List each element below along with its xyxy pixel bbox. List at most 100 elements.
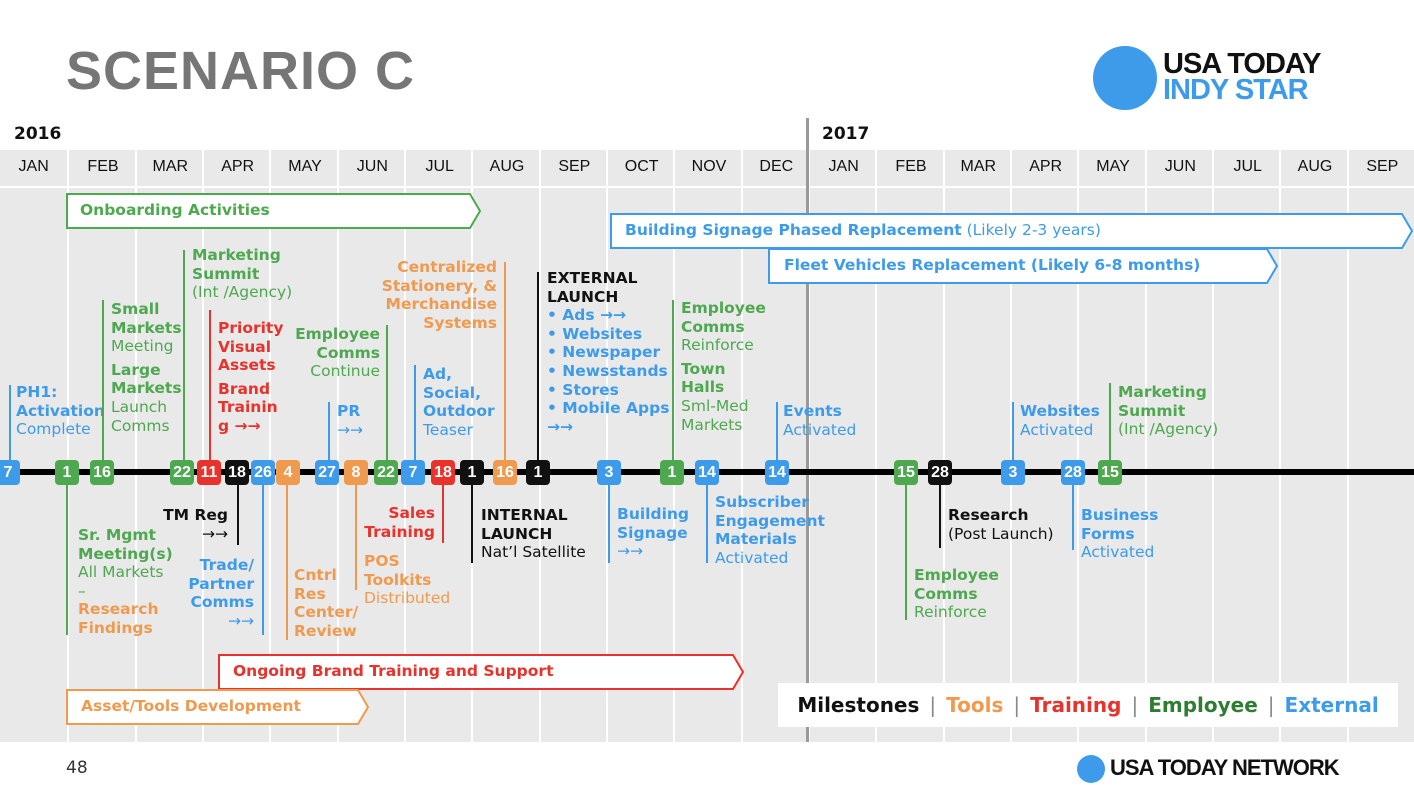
annotation-line: Outdoor — [423, 402, 495, 421]
legend-training: Training — [1030, 693, 1122, 717]
annotation-line: Employee — [295, 325, 380, 343]
annotation-line: Summit — [1118, 401, 1186, 420]
annotation-line: Marketing — [1118, 383, 1207, 401]
annotation-line: • Mobile Apps — [547, 399, 670, 418]
annotation-line: Summit — [192, 264, 260, 283]
annotation-line: Nat’l Satellite — [481, 543, 586, 562]
legend-separator: | — [1131, 693, 1139, 717]
milestone-date-marker: 1 — [55, 460, 79, 485]
milestone-date-marker: 28 — [1061, 460, 1085, 485]
annotation-line: EXTERNAL — [547, 269, 638, 287]
milestone-annotation: TM Reg→→ — [163, 506, 228, 543]
legend-separator: | — [1013, 693, 1021, 717]
annotation-line: Activated — [1020, 420, 1094, 439]
annotation-line: (Post Launch) — [948, 524, 1054, 543]
annotation-line: Comms — [681, 317, 745, 336]
annotation-line: Town — [681, 359, 726, 378]
legend-tools: Tools — [946, 693, 1004, 717]
annotation-stem — [209, 310, 211, 466]
phase-bar-label: Onboarding Activities — [80, 201, 270, 219]
milestone-date-marker: 1 — [526, 460, 550, 485]
annotation-line: Subscriber — [715, 493, 809, 511]
month-label: DEC — [759, 158, 794, 175]
month-column: JAN — [0, 150, 67, 742]
year-divider — [806, 118, 809, 742]
month-label: SEP — [1366, 158, 1399, 175]
milestone-date-marker: 28 — [928, 460, 952, 485]
milestone-date-marker: 16 — [90, 460, 114, 485]
annotation-line: Employee — [681, 299, 766, 317]
annotation-line: Merchandise — [385, 295, 497, 314]
phase-bar-arrow — [66, 193, 482, 229]
month-label: APR — [221, 158, 255, 175]
page-number: 48 — [66, 758, 88, 778]
month-label: FEB — [87, 158, 119, 175]
annotation-line: LAUNCH — [547, 287, 619, 306]
annotation-stem — [386, 325, 388, 466]
month-column: JUN — [336, 150, 404, 742]
phase-bar-label: Ongoing Brand Training and Support — [233, 662, 553, 680]
annotation-stem — [776, 402, 778, 466]
annotation-line: Websites — [1020, 402, 1100, 420]
annotation-stem — [471, 480, 473, 563]
month-column: JUL — [404, 150, 471, 742]
annotation-line: Partner — [188, 574, 254, 593]
annotation-line: Small — [111, 300, 160, 318]
month-label: FEB — [895, 158, 927, 175]
bar-title: Building Signage Phased Replacement — [625, 221, 962, 239]
annotation-line: Meeting(s) — [78, 544, 173, 563]
month-label: MAR — [960, 158, 997, 175]
month-column: APR — [202, 150, 269, 742]
month-column: JUL — [1212, 150, 1279, 742]
month-label: MAR — [152, 158, 189, 175]
annotation-line: Sr. Mgmt — [78, 526, 156, 544]
annotation-stem — [262, 480, 264, 635]
annotation-line: PH1: — [16, 383, 58, 401]
annotation-line: Signage — [617, 523, 688, 542]
annotation-line: Markets — [681, 415, 743, 434]
milestone-date-marker: 3 — [1001, 460, 1025, 485]
milestone-annotation: Research(Post Launch) — [948, 506, 1054, 543]
logo-indy-star: INDY STAR — [1163, 74, 1309, 106]
legend-employee: Employee — [1148, 693, 1258, 717]
month-label: MAY — [1096, 158, 1130, 175]
month-column: DEC — [740, 150, 808, 742]
annotation-line: Priority — [218, 319, 284, 337]
annotation-line: Forms — [1081, 524, 1135, 543]
annotation-line: POS — [364, 552, 400, 570]
annotation-line: Marketing — [192, 246, 281, 264]
bar-title: Fleet Vehicles Replacement (Likely 6-8 m… — [784, 256, 1201, 274]
month-label: JUN — [356, 158, 388, 175]
annotation-line: Comms — [190, 593, 254, 612]
logo-circle-icon — [1093, 46, 1157, 110]
annotation-line: Res — [294, 584, 326, 603]
month-label: JUL — [425, 158, 454, 175]
annotation-stem — [286, 480, 288, 640]
month-column: JUN — [1144, 150, 1212, 742]
annotation-line: Social, — [423, 383, 481, 402]
month-column: FEB — [875, 150, 942, 742]
month-label: MAY — [288, 158, 322, 175]
annotation-line: Markets — [111, 318, 182, 337]
annotation-line: g →→ — [218, 416, 261, 435]
annotation-line: Center/ — [294, 603, 359, 622]
legend-separator: | — [929, 693, 937, 717]
annotation-line: Distributed — [364, 589, 451, 608]
milestone-date-marker: 18 — [225, 460, 249, 485]
annotation-stem — [905, 480, 907, 620]
year-2016: 2016 — [14, 124, 62, 144]
annotation-line: →→ — [547, 417, 573, 436]
annotation-stem — [1072, 480, 1074, 550]
milestone-date-marker: 7 — [0, 460, 20, 485]
annotation-line: Reinforce — [681, 336, 754, 355]
annotation-stem — [939, 480, 941, 548]
